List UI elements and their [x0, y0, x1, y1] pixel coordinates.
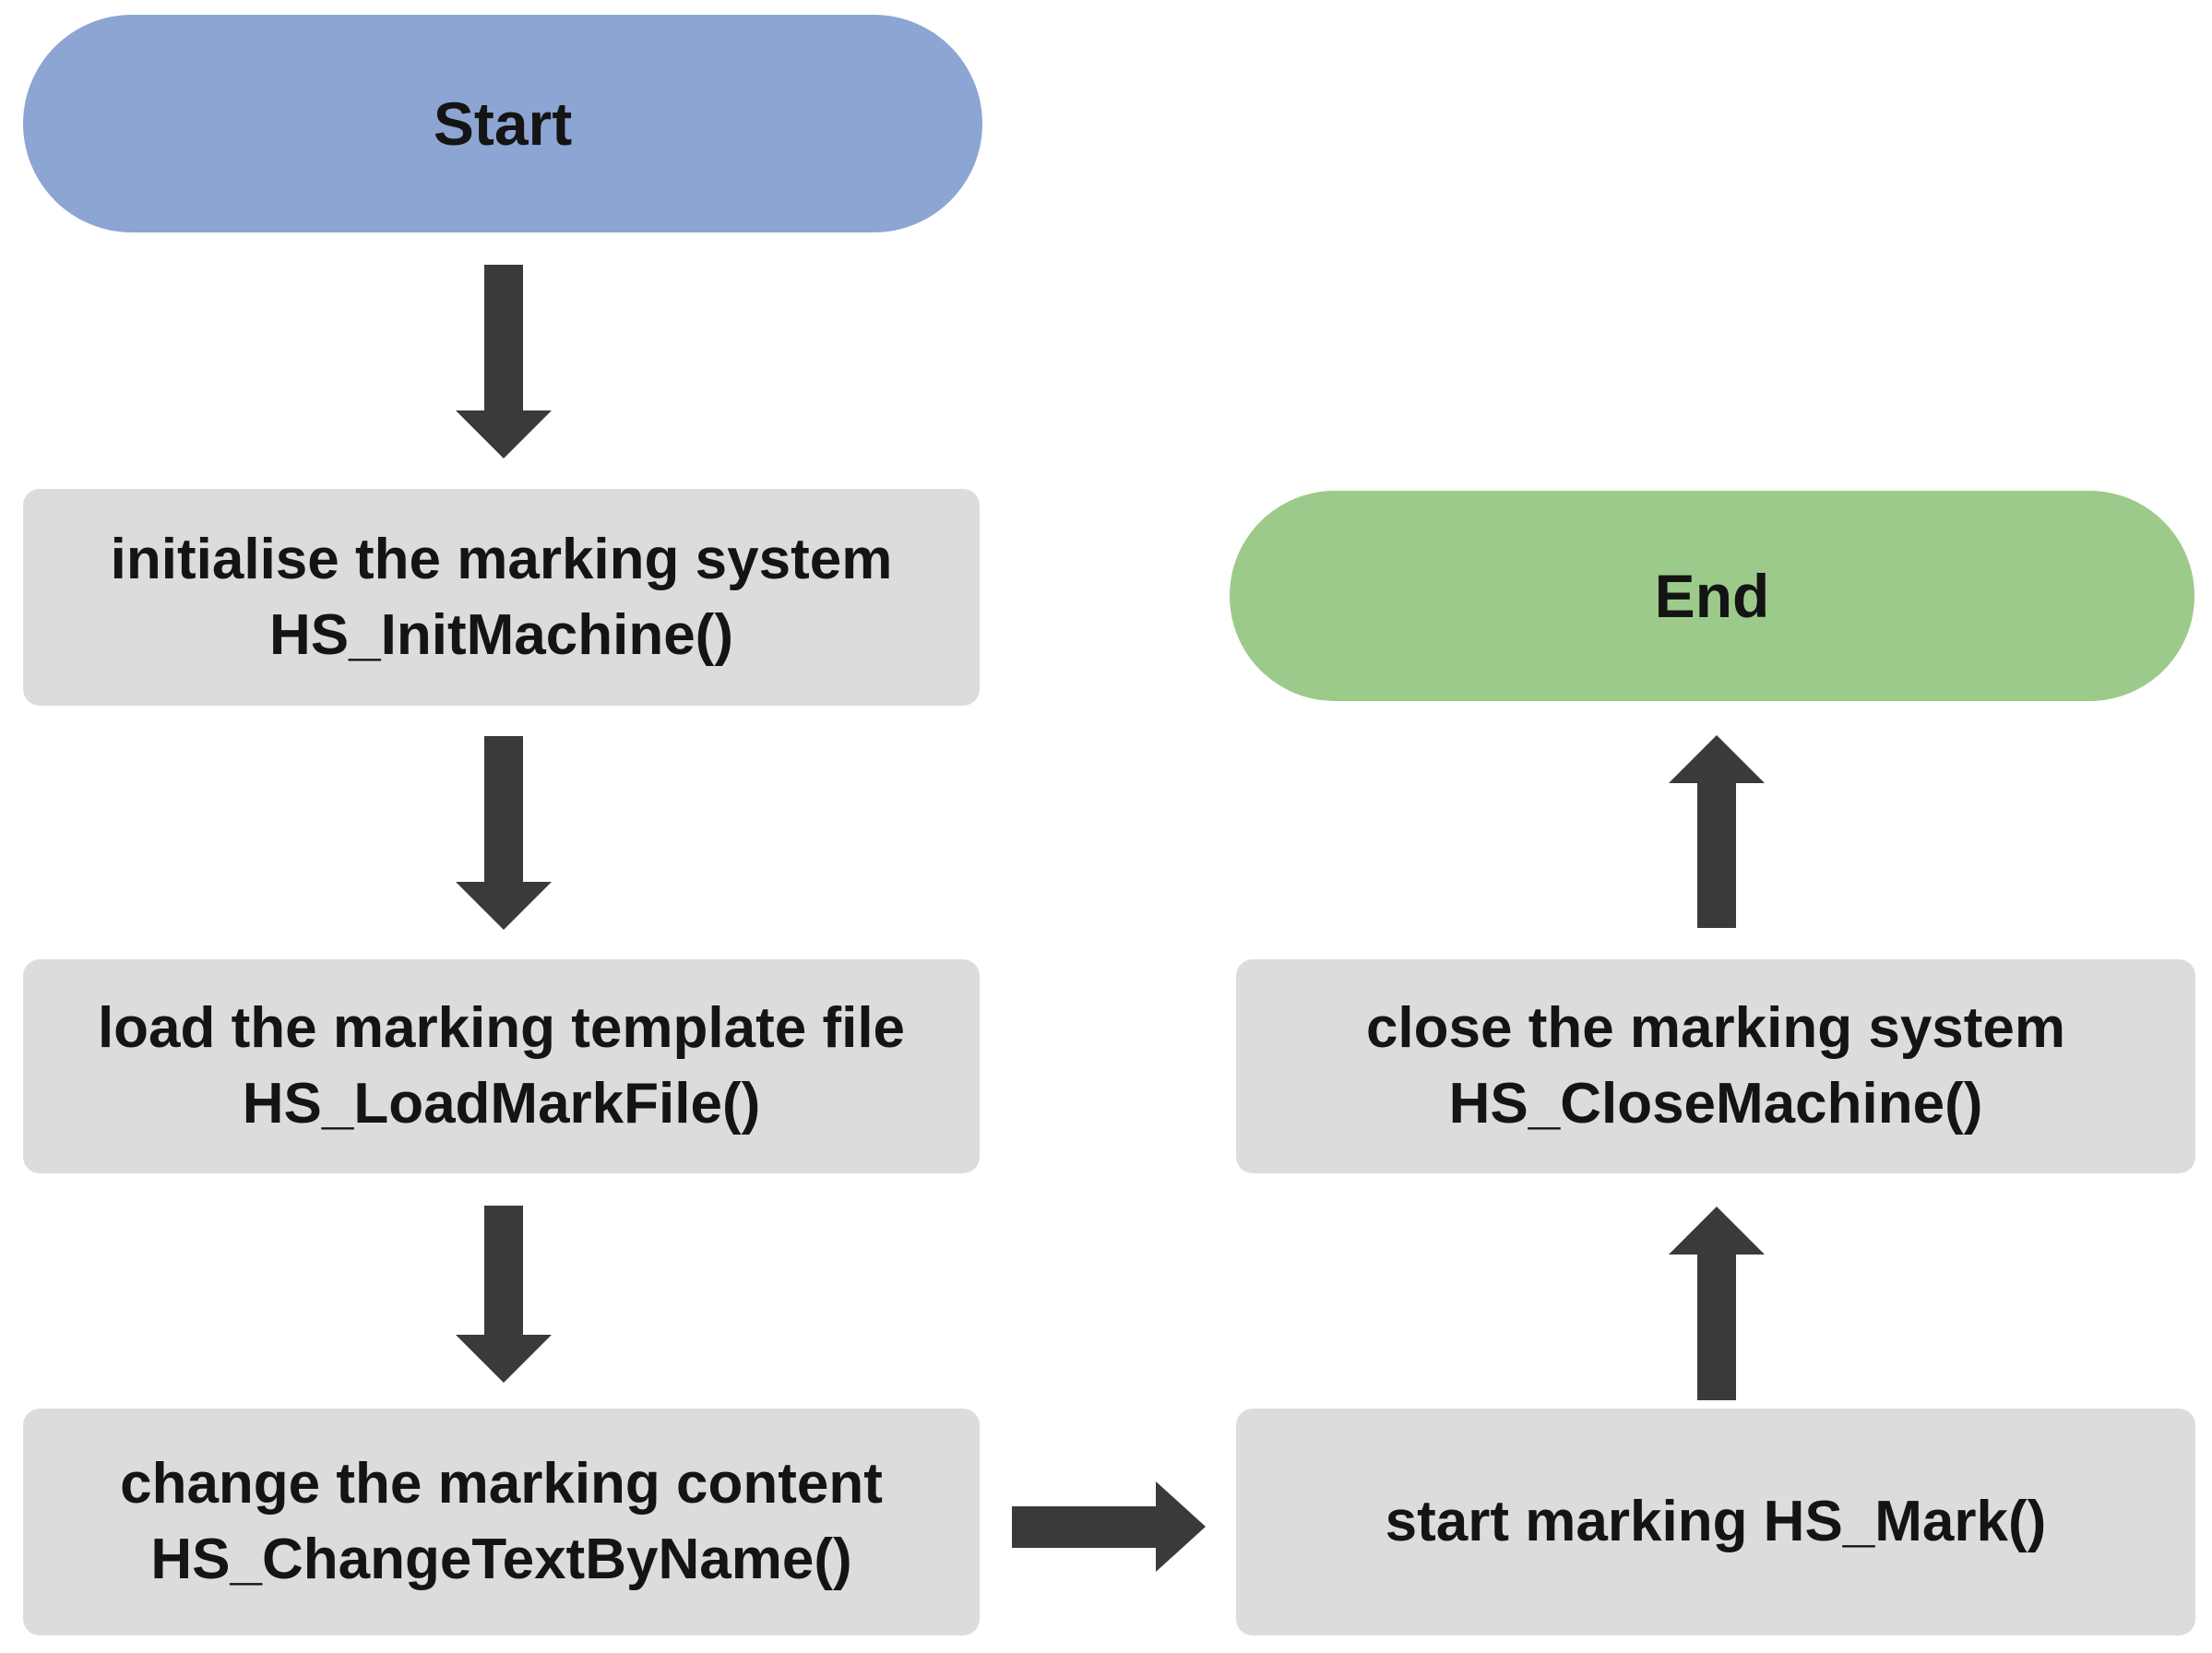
- node-start-label: Start: [433, 89, 573, 158]
- node-close-marking-system: close the marking system HS_CloseMachine…: [1236, 959, 2195, 1173]
- node-close-line1: close the marking system: [1365, 996, 2066, 1060]
- node-init-line2: HS_InitMachine(): [269, 602, 733, 667]
- node-mark-line1: start marking HS_Mark(): [1385, 1490, 2047, 1553]
- node-init-line1: initialise the marking system: [110, 527, 893, 591]
- arrow-head: [456, 882, 552, 930]
- node-start-marking: start marking HS_Mark(): [1236, 1409, 2195, 1635]
- arrow-shaft: [484, 1206, 523, 1337]
- arrow-head: [456, 410, 552, 458]
- arrow-shaft: [1697, 1253, 1736, 1400]
- arrow-up-icon-mark-to-close: [1669, 1207, 1765, 1400]
- arrow-down-icon-start-to-init: [456, 265, 552, 458]
- node-start-terminator: Start: [23, 15, 982, 232]
- node-load-line2: HS_LoadMarkFile(): [242, 1072, 761, 1136]
- arrow-shaft: [484, 736, 523, 884]
- arrow-down-icon-load-to-change: [456, 1206, 552, 1383]
- node-load-line1: load the marking template file: [97, 996, 906, 1060]
- arrow-head: [1669, 735, 1765, 783]
- arrow-shaft: [484, 265, 523, 412]
- arrow-shaft: [1697, 781, 1736, 928]
- node-change-line1: change the marking content: [120, 1452, 883, 1516]
- arrow-head: [456, 1335, 552, 1383]
- arrow-right-icon-change-to-mark: [1012, 1481, 1206, 1572]
- node-change-marking-content: change the marking content HS_ChangeText…: [23, 1409, 980, 1635]
- node-end-terminator: End: [1230, 491, 2194, 701]
- node-load-marking-template: load the marking template file HS_LoadMa…: [23, 959, 980, 1173]
- arrow-head: [1156, 1481, 1206, 1572]
- node-change-line2: HS_ChangeTextByName(): [150, 1528, 852, 1591]
- arrow-head: [1669, 1207, 1765, 1255]
- arrow-up-icon-close-to-end: [1669, 735, 1765, 928]
- node-end-label: End: [1654, 562, 1770, 630]
- node-initialise-marking-system: initialise the marking system HS_InitMac…: [23, 489, 980, 706]
- arrow-shaft: [1012, 1506, 1158, 1548]
- node-close-line2: HS_CloseMachine(): [1448, 1072, 1983, 1136]
- arrow-down-icon-init-to-load: [456, 736, 552, 930]
